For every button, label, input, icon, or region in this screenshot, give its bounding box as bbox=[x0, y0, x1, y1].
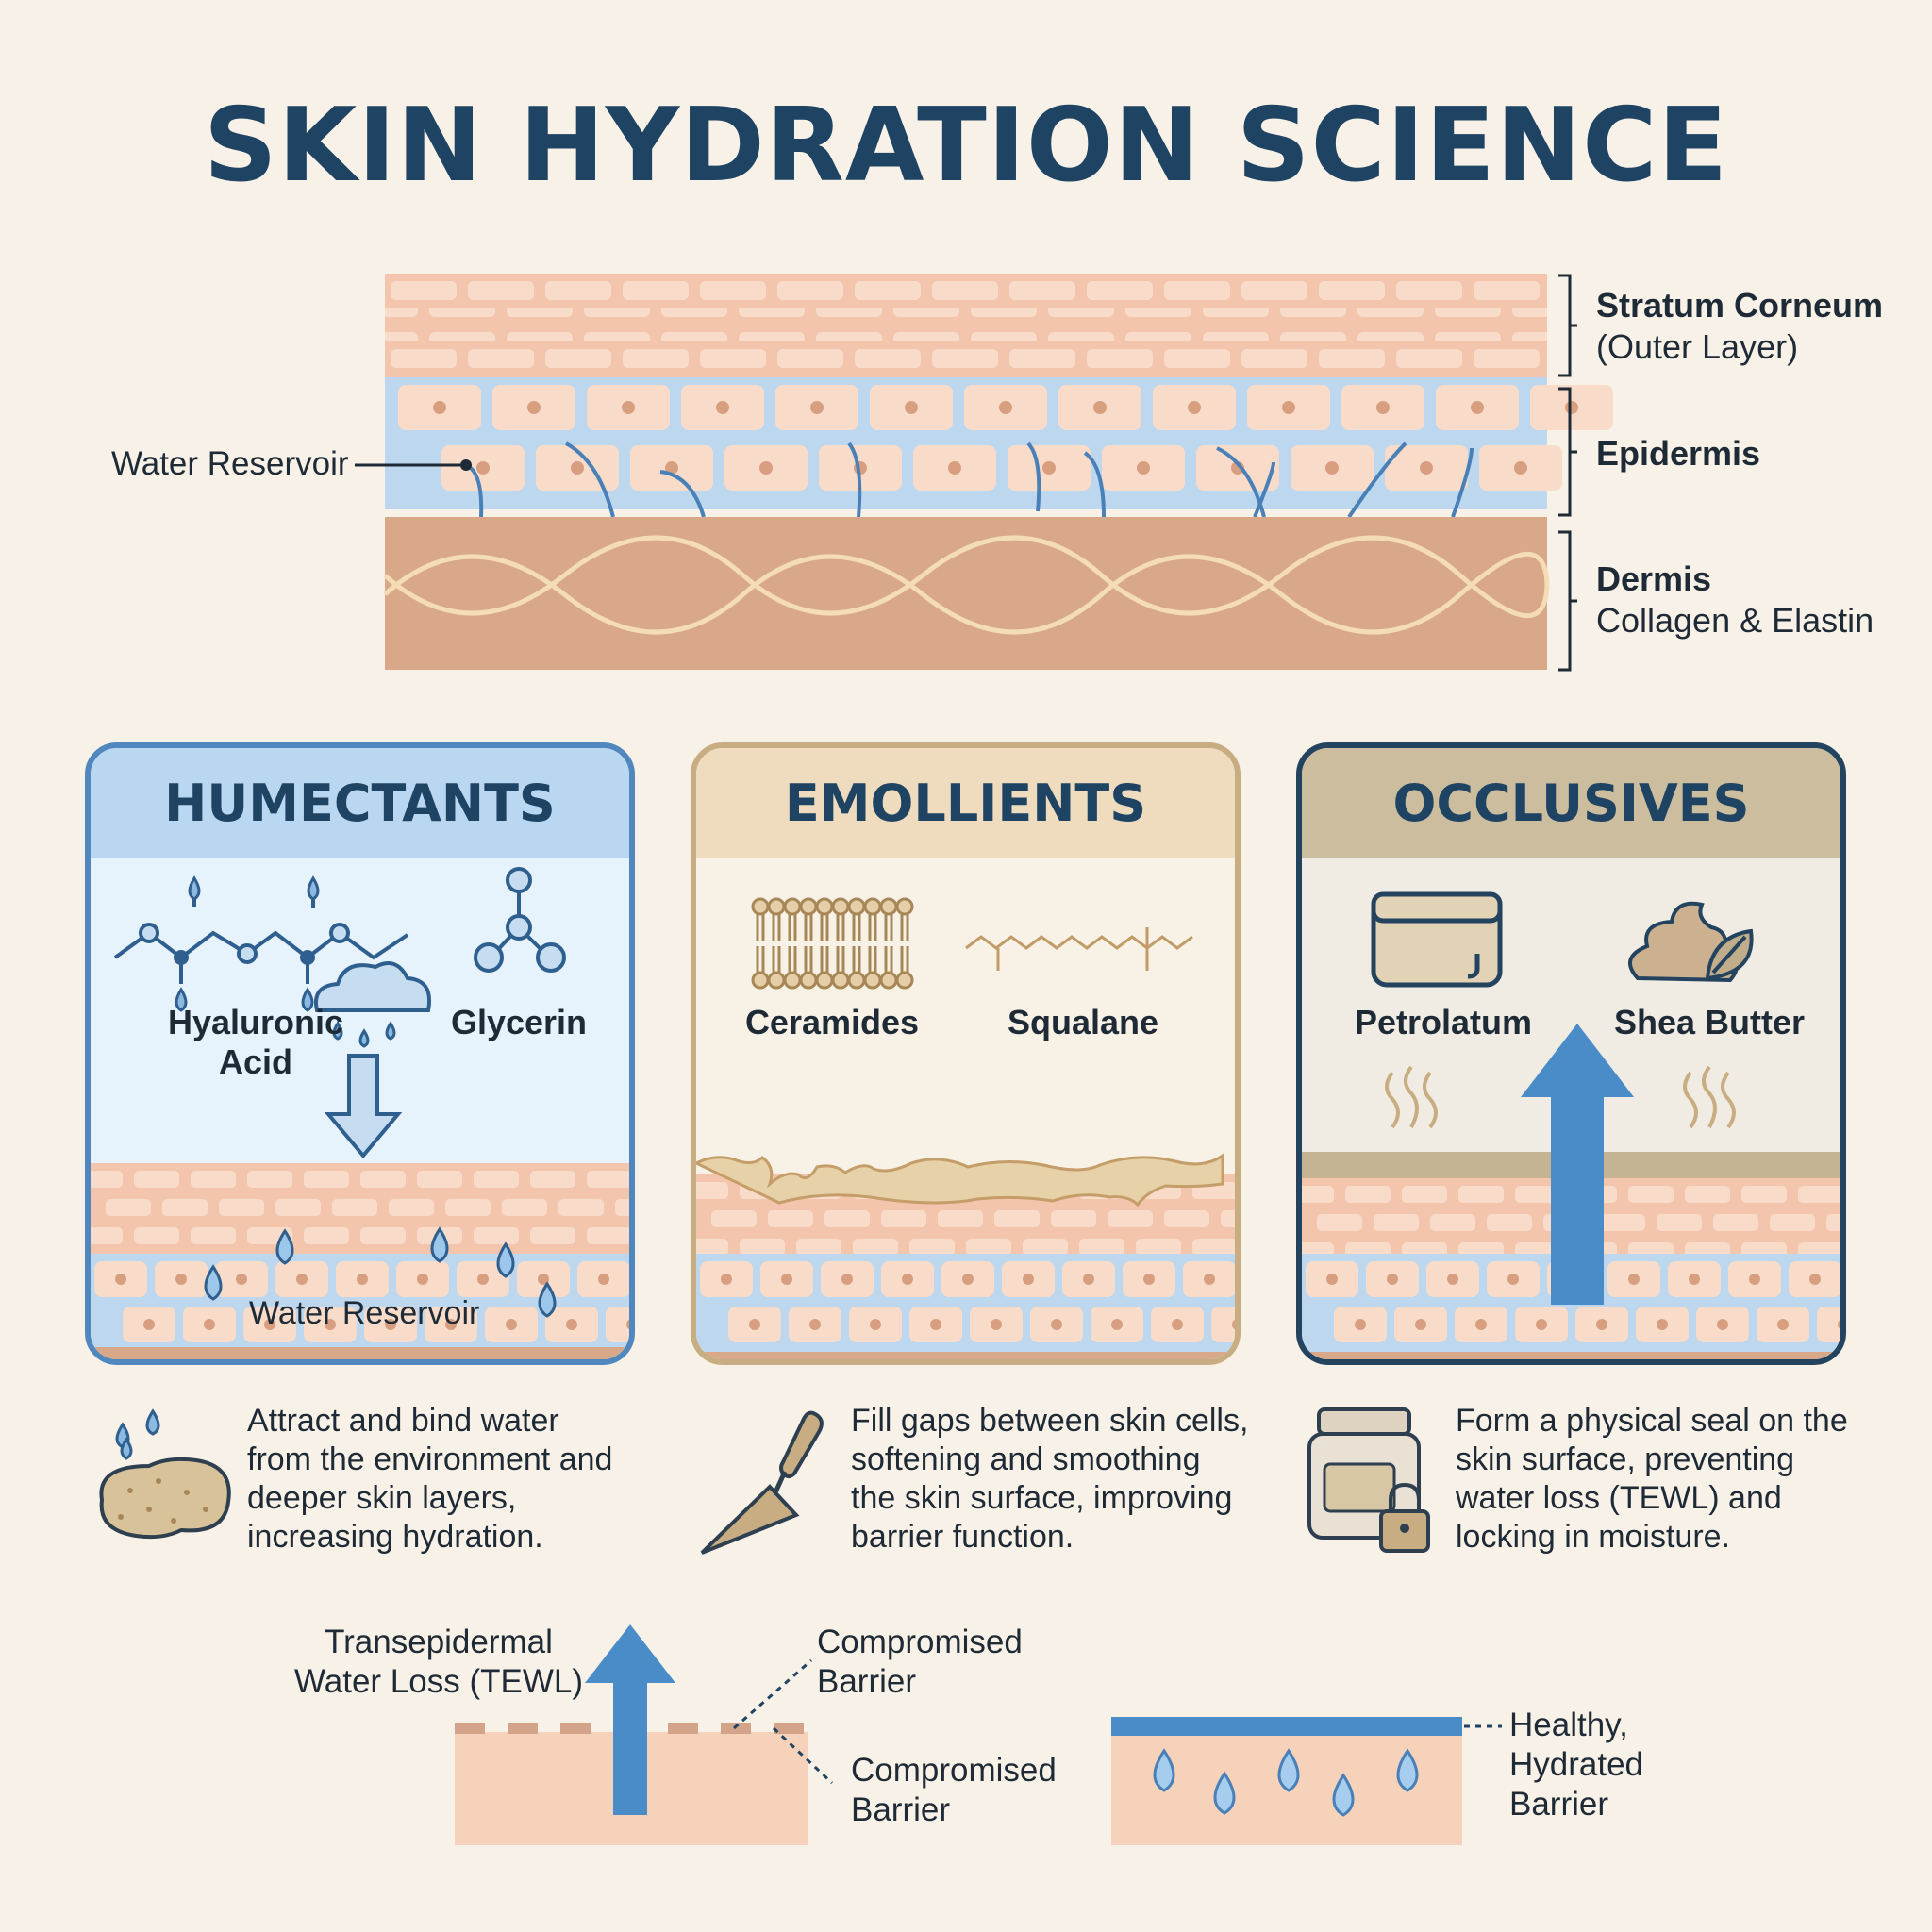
desc-line: softening and smoothing bbox=[851, 1441, 1201, 1477]
occlusives-heading: OCCLUSIVES bbox=[1302, 748, 1840, 858]
emollients-scene bbox=[696, 897, 1235, 1359]
emollient-film bbox=[696, 1153, 1224, 1208]
skin-cross-section bbox=[355, 274, 1613, 672]
epidermis-label: Epidermis bbox=[1596, 433, 1760, 475]
desc-line: barrier function. bbox=[851, 1519, 1074, 1555]
humectants-panel: HUMECTANTS Hyaluronic Acid Glycerin Wate… bbox=[85, 742, 635, 1365]
label-line: Hydrated bbox=[1509, 1746, 1644, 1783]
locked-jar-icon bbox=[1307, 1407, 1430, 1553]
label-line: Healthy, bbox=[1509, 1707, 1628, 1743]
trowel-icon bbox=[700, 1410, 824, 1555]
label-line: Compromised bbox=[851, 1752, 1057, 1789]
humectant-skin-layers bbox=[91, 1163, 629, 1359]
occlusives-scene bbox=[1302, 891, 1840, 1359]
label-line: Transepidermal bbox=[325, 1624, 553, 1660]
compromised-barrier-top-label: Compromised Barrier bbox=[817, 1623, 1023, 1702]
ceramides-icon bbox=[751, 897, 914, 990]
ingredient-shea-butter: Shea Butter bbox=[1613, 1003, 1806, 1041]
humectants-scene bbox=[91, 858, 629, 1359]
humectant-water-reservoir-label: Water Reservoir bbox=[249, 1295, 480, 1331]
desc-line: Form a physical seal on the bbox=[1456, 1403, 1848, 1439]
desc-line: from the environment and bbox=[247, 1441, 613, 1477]
cloud-icon bbox=[314, 961, 431, 1012]
ingredient-ceramides: Ceramides bbox=[744, 1003, 920, 1041]
label-line: Compromised bbox=[817, 1624, 1023, 1660]
compromised-barrier-bottom-label: Compromised Barrier bbox=[851, 1751, 1057, 1830]
ingredient-petrolatum: Petrolatum bbox=[1354, 1003, 1533, 1041]
desc-line: skin surface, preventing bbox=[1456, 1441, 1795, 1477]
emollients-heading: EMOLLIENTS bbox=[696, 748, 1235, 858]
desc-line: locking in moisture. bbox=[1456, 1519, 1731, 1555]
petrolatum-jar-icon bbox=[1371, 891, 1503, 988]
evaporation-wisps bbox=[1385, 1065, 1736, 1129]
ingredient-hyaluronic-acid: Hyaluronic Acid bbox=[167, 1003, 344, 1081]
dermis-label: Dermis Collagen & Elastin bbox=[1596, 558, 1874, 641]
desc-line: Attract and bind water bbox=[247, 1403, 559, 1439]
desc-line: water loss (TEWL) and bbox=[1456, 1480, 1782, 1516]
healthy-barrier-label: Healthy, Hydrated Barrier bbox=[1509, 1706, 1643, 1824]
sponge-icon bbox=[99, 1408, 231, 1540]
humectants-description: Attract and bind water from the environm… bbox=[247, 1402, 643, 1557]
desc-line: the skin surface, improving bbox=[851, 1480, 1233, 1516]
desc-line: deeper skin layers, bbox=[247, 1480, 517, 1516]
occlusives-panel: OCCLUSIVES Petrolatum Shea Butter bbox=[1296, 742, 1846, 1365]
emollients-panel: EMOLLIENTS Ceramides Squalane bbox=[691, 742, 1241, 1365]
dermis-layer bbox=[383, 517, 1550, 670]
desc-line: Fill gaps between skin cells, bbox=[851, 1403, 1249, 1439]
water-drops bbox=[204, 1226, 557, 1318]
humectants-heading: HUMECTANTS bbox=[91, 748, 629, 858]
stratum-corneum-layer bbox=[385, 274, 1547, 377]
barrier-comparison bbox=[455, 1624, 1502, 1845]
label-line: Barrier bbox=[817, 1663, 917, 1700]
occlusives-description: Form a physical seal on the skin surface… bbox=[1456, 1402, 1871, 1557]
epidermis-name: Epidermis bbox=[1596, 434, 1761, 473]
shea-butter-icon bbox=[1628, 901, 1754, 983]
squalane-icon bbox=[965, 935, 1193, 950]
stratum-corneum-name: Stratum Corneum bbox=[1596, 286, 1884, 325]
dermis-sub: Collagen & Elastin bbox=[1596, 601, 1874, 640]
glycerin-icon bbox=[474, 867, 566, 973]
ingredient-squalane: Squalane bbox=[1007, 1003, 1159, 1041]
compromised-barrier-diagram bbox=[455, 1624, 834, 1845]
epidermis-layer bbox=[385, 377, 1613, 519]
emollients-description: Fill gaps between skin cells, softening … bbox=[851, 1402, 1266, 1557]
label-line: Water Loss (TEWL) bbox=[294, 1663, 583, 1700]
ingredient-glycerin: Glycerin bbox=[450, 1003, 588, 1041]
page-title: SKIN HYDRATION SCIENCE bbox=[203, 87, 1729, 205]
absorb-arrow-icon bbox=[324, 1054, 403, 1159]
blocked-water-arrow-icon bbox=[1521, 1024, 1634, 1305]
water-reservoir-label: Water Reservoir bbox=[111, 445, 349, 482]
label-line: Barrier bbox=[851, 1791, 951, 1828]
stratum-corneum-sub: (Outer Layer) bbox=[1596, 327, 1799, 366]
label-line: Barrier bbox=[1509, 1786, 1609, 1823]
dermis-name: Dermis bbox=[1596, 559, 1712, 598]
stratum-corneum-label: Stratum Corneum (Outer Layer) bbox=[1596, 285, 1883, 368]
desc-line: increasing hydration. bbox=[247, 1519, 543, 1555]
healthy-barrier-diagram bbox=[1111, 1717, 1502, 1845]
tewl-label: Transepidermal Water Loss (TEWL) bbox=[292, 1623, 585, 1702]
